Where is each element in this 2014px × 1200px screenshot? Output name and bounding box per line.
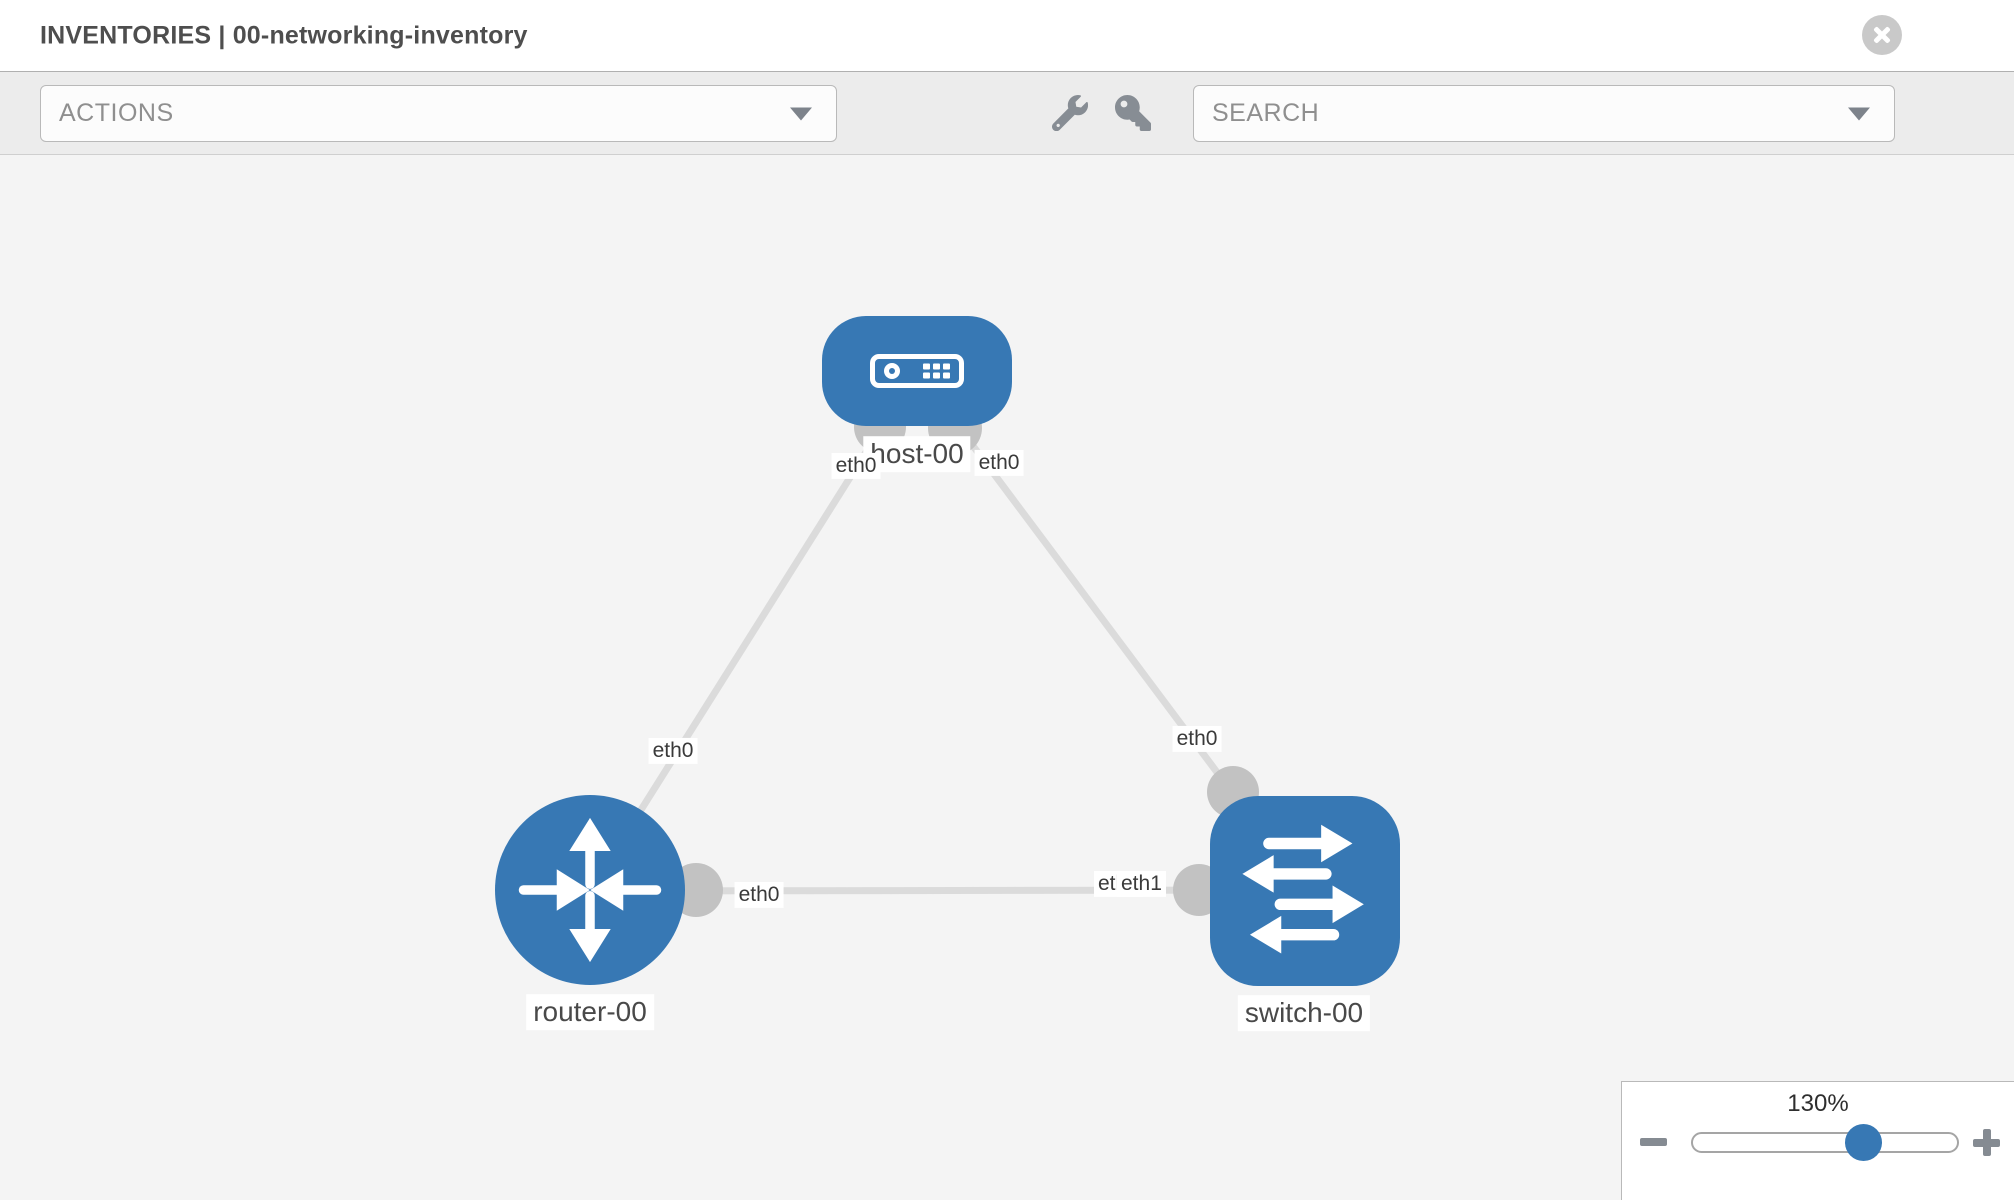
title-bar: INVENTORIES | 00-networking-inventory xyxy=(0,0,2014,71)
node-host-00[interactable] xyxy=(822,316,1012,426)
search-dropdown[interactable] xyxy=(1193,85,1895,142)
actions-dropdown-label: ACTIONS xyxy=(59,99,174,127)
interface-label-host-eth0-left: eth0 xyxy=(831,452,881,480)
interface-label-switch-eth1: eth1 xyxy=(1117,870,1166,898)
wrench-icon[interactable] xyxy=(1051,95,1089,132)
node-switch-00[interactable] xyxy=(1210,796,1400,986)
node-router-00[interactable] xyxy=(495,795,685,985)
chevron-down-icon xyxy=(790,107,812,120)
page-title: INVENTORIES | 00-networking-inventory xyxy=(40,21,528,49)
node-label-router-00: router-00 xyxy=(526,994,654,1030)
interface-label-switch-eth0-top: eth0 xyxy=(1172,725,1222,753)
router-arrows-icon xyxy=(518,817,662,963)
close-icon[interactable] xyxy=(1862,15,1902,55)
host-server-icon xyxy=(870,354,964,388)
node-label-switch-00: switch-00 xyxy=(1237,995,1371,1031)
interface-label-host-eth0-right: eth0 xyxy=(974,449,1024,477)
zoom-out-icon[interactable] xyxy=(1640,1138,1667,1146)
switch-arrows-icon xyxy=(1242,824,1364,954)
interface-label-router-eth0-link: eth0 xyxy=(734,881,784,909)
interface-label-router-eth0-top: eth0 xyxy=(648,737,698,765)
actions-dropdown[interactable]: ACTIONS xyxy=(40,85,837,142)
zoom-in-icon[interactable] xyxy=(1973,1129,2000,1156)
zoom-panel: 130% xyxy=(1621,1081,2014,1200)
zoom-slider-track[interactable] xyxy=(1691,1132,1959,1153)
zoom-level-value: 130% xyxy=(1787,1090,1849,1117)
chevron-down-icon xyxy=(1848,107,1870,120)
topology-canvas[interactable]: host-00 router-00 switch-00 eth0 eth0 et… xyxy=(0,155,2014,1200)
search-input[interactable] xyxy=(1194,99,1754,128)
toolbar: ACTIONS xyxy=(0,71,2014,155)
key-icon[interactable] xyxy=(1115,95,1151,131)
node-label-host-00: host-00 xyxy=(863,436,971,472)
zoom-slider-handle[interactable] xyxy=(1845,1124,1882,1161)
topology-links-layer xyxy=(587,368,1308,917)
